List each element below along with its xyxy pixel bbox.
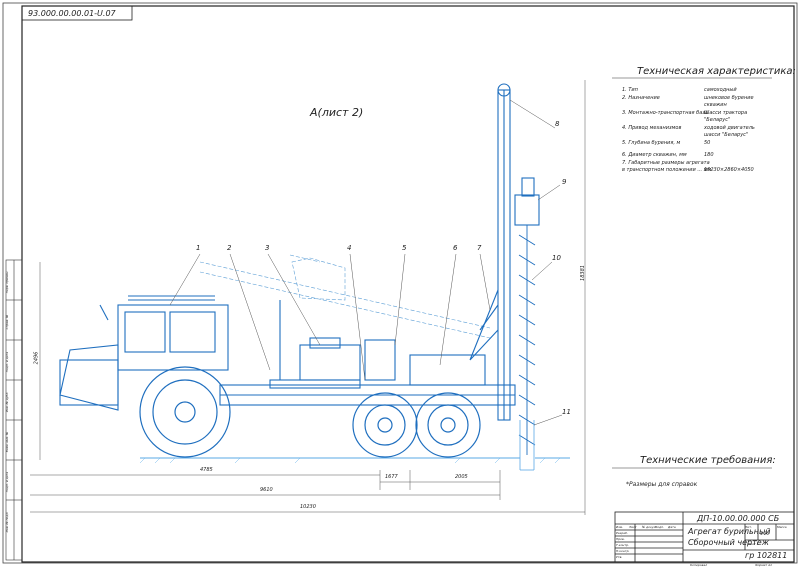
callout-11: 11 [562, 408, 571, 416]
callout-1: 1 [196, 244, 201, 252]
requirements-note: *Размеры для справок [626, 481, 698, 488]
spec-row-label: 1. Тип [622, 87, 638, 93]
dim-d5: 2005 [455, 474, 468, 480]
doc-number: ДП-10.00.00.000 СБ [697, 514, 780, 523]
title-block-header: Подп. [655, 525, 665, 529]
spec-row: шасси "Беларус" [622, 132, 787, 140]
spec-rows: 1. Тип самоходный 2. Назначение шнековое бу… [622, 87, 787, 175]
left-strip-label: Перв. примен. [5, 270, 9, 294]
callout-3: 3 [265, 244, 270, 252]
title-block-header: Лист [629, 525, 637, 529]
spec-row-label: 4. Привод механизмов [622, 124, 682, 131]
title-block-role: Н.контр. [616, 549, 630, 553]
title-block-role: Утв. [616, 555, 623, 559]
callout-10: 10 [552, 254, 561, 262]
left-strip-label: Взам. инв. № [5, 431, 9, 453]
callout-2: 2 [227, 244, 232, 252]
dim-d4: 1677 [385, 474, 398, 480]
footer-copied: Копировал [690, 563, 708, 567]
view-label: A(лист 2) [310, 106, 364, 119]
dim-h2: 18381 [579, 265, 586, 281]
title-block-role: Пров. [616, 537, 625, 541]
callout-8: 8 [555, 120, 560, 128]
title-block-header: Дата [668, 525, 676, 529]
mass-label: Масса [777, 525, 787, 529]
callout-4: 4 [347, 244, 352, 252]
group-label: гр 102811 [745, 551, 788, 560]
left-strip-label: Справ. № [5, 314, 9, 330]
spec-row: скважин [622, 102, 787, 110]
spec-row-value: самоходный [704, 87, 737, 93]
spec-row-value: шнековое бурение [704, 94, 754, 101]
spec-row-value: 50 [704, 139, 711, 146]
title-block [614, 511, 795, 563]
spec-row: 2. Назначение шнековое бурение [622, 95, 787, 103]
callout-6: 6 [453, 244, 458, 252]
hydraulic-unit [279, 300, 361, 381]
front-wheel [139, 366, 231, 458]
spec-row-label: в транспортном положении ... мм [622, 167, 712, 173]
drilling-mast [469, 83, 540, 421]
spec-row: 6. Диаметр скважин, мм 180 [622, 152, 787, 160]
callout-5: 5 [402, 244, 407, 252]
spec-row-label: 7. Габаритные размеры агрегата [622, 159, 710, 166]
title-block-headers: Изм. Лист № докум.Подп.Дата [616, 525, 682, 530]
title-block-header: № докум. [642, 525, 657, 529]
drawing-name-2: Сборочный чертеж [688, 538, 769, 547]
footer-format: Формат A1 [755, 563, 773, 567]
dim-h1: 2496 [33, 351, 40, 365]
left-binding-strip [5, 259, 23, 561]
left-strip-label: Подп. и дата [5, 471, 9, 493]
title-block-header: Изм. [616, 525, 624, 529]
spec-row-value: 180 [704, 152, 714, 158]
dimension-lines [30, 80, 586, 515]
scale-label: 1:20 [760, 531, 769, 536]
spec-row: 1. Тип самоходный [622, 87, 787, 95]
title-block-role: Т.контр. [616, 543, 630, 547]
spec-row: 7. Габаритные размеры агрегата [622, 160, 787, 168]
sheet-code: 93.000.00.00.01-U.07 [28, 9, 117, 18]
lit-label: Лит. [745, 525, 752, 529]
spec-row: "Беларус" [622, 117, 787, 125]
left-strip-label: Инв. № дубл. [5, 391, 9, 413]
chassis-frame [219, 339, 516, 406]
dim-d3: 10230 [300, 504, 316, 510]
rear-wheel-2 [415, 392, 481, 458]
drawing-name-1: Агрегат бурильный [688, 527, 771, 536]
callout-7: 7 [477, 244, 482, 252]
dim-d1: 4785 [200, 467, 213, 473]
spec-row: 5. Глубина бурения, м 50 [622, 140, 787, 148]
spec-row-label: 6. Диаметр скважин, мм [622, 152, 687, 158]
title-block-role: Разраб. [616, 531, 628, 535]
transport-position-mast [199, 254, 491, 339]
spec-row-value: скважин [704, 102, 727, 108]
auger [518, 225, 536, 455]
rear-wheel-1 [352, 392, 418, 458]
requirements-title: Технические требования: [640, 455, 776, 466]
spec-title: Техническая характеристика: [637, 66, 796, 77]
spec-row: 4. Привод механизмов ходовой двигатель [622, 125, 787, 133]
left-strip-label: Подп. и дата [5, 351, 9, 373]
spec-row-label: 3. Монтажно-транспортная база [622, 109, 708, 116]
sheet-label: Лист 1 [748, 542, 759, 546]
spec-row-value: 10230×2860×4050 [704, 167, 754, 173]
spec-row-value: ходовой двигатель [704, 124, 755, 131]
spec-row-label: 2. Назначение [622, 94, 660, 101]
spec-row-value: шасси "Беларус" [704, 132, 749, 138]
spec-row-label: 5. Глубина бурения, м [622, 139, 681, 146]
dim-d2: 9610 [260, 487, 273, 493]
callout-leaders [169, 99, 563, 426]
title-block-roles: Разраб. Пров. Т.контр. Н.контр. Утв. [616, 531, 636, 561]
spec-row-value: Шасси трактора [704, 109, 748, 116]
callout-9: 9 [562, 178, 567, 186]
spec-row-value: "Беларус" [704, 117, 731, 123]
left-strip-label: Инв. № подл. [5, 511, 9, 533]
tractor-cabin [59, 295, 229, 411]
